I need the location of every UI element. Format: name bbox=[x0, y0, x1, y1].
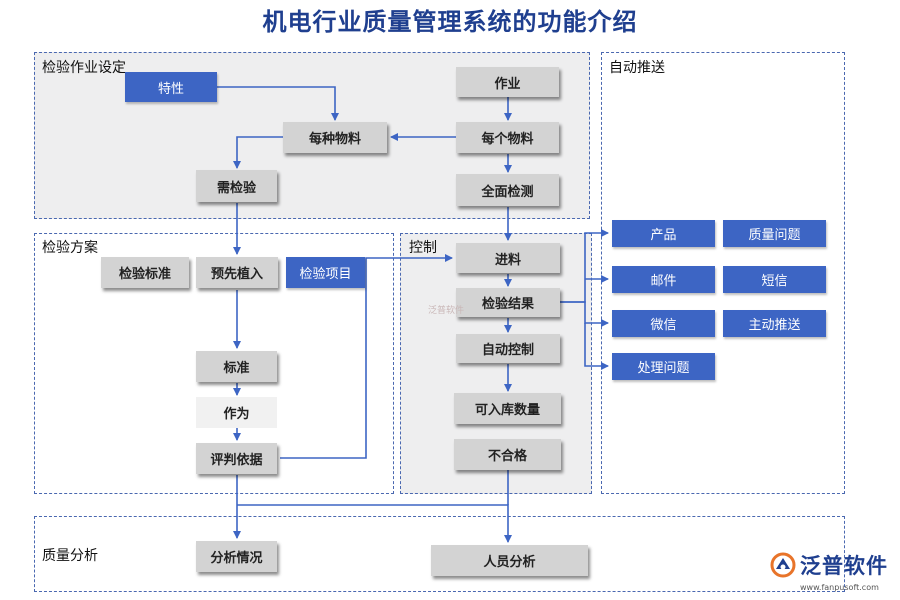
watermark: 泛普软件 bbox=[428, 306, 465, 316]
arrow-meizhong-to-xujianyan bbox=[233, 136, 283, 169]
node-yuxian-zhiru: 预先植入 bbox=[196, 257, 278, 288]
node-jianyan-xiangmu: 检验项目 bbox=[286, 257, 365, 288]
arrow-pingpan-to-renyuan bbox=[237, 504, 512, 543]
node-jianyan-biaozhun: 检验标准 bbox=[101, 257, 189, 288]
node-renyuan-fenxi: 人员分析 bbox=[431, 545, 588, 576]
node-tezheng: 特性 bbox=[125, 72, 217, 102]
node-keruku-shuliang: 可入库数量 bbox=[454, 393, 561, 424]
arrow-tezheng-to-meizhong bbox=[217, 86, 339, 121]
node-chuli-wenti: 处理问题 bbox=[612, 353, 715, 380]
diagram-title: 机电行业质量管理系统的功能介绍 bbox=[262, 7, 638, 36]
brand-logo: 泛普软件 bbox=[770, 550, 888, 580]
node-zidong-kongzhi: 自动控制 bbox=[456, 334, 560, 363]
node-biaozhun: 标准 bbox=[196, 351, 277, 382]
section-label-inspection-setup: 检验作业设定 bbox=[42, 60, 126, 76]
node-zuoye: 作业 bbox=[456, 67, 559, 97]
node-zhudong-tuisong: 主动推送 bbox=[723, 310, 826, 337]
logo-name: 泛普软件 bbox=[800, 554, 888, 578]
section-label-inspection-plan: 检验方案 bbox=[42, 240, 98, 256]
section-auto-push bbox=[601, 52, 845, 494]
arrow-jieguo-to-chanpin bbox=[560, 229, 609, 303]
arrow-jieguo-to-chuli bbox=[584, 323, 609, 370]
node-zhiliang-wenti: 质量问题 bbox=[723, 220, 826, 247]
node-chanpin: 产品 bbox=[612, 220, 715, 247]
section-label-auto-push: 自动推送 bbox=[609, 60, 665, 76]
node-buhege: 不合格 bbox=[454, 439, 561, 470]
node-meizhong-wuliao: 每种物料 bbox=[283, 122, 387, 153]
section-inspection-plan bbox=[34, 233, 394, 494]
node-weixin: 微信 bbox=[612, 310, 715, 337]
arrow-pingpan-to-jinliao bbox=[280, 254, 453, 459]
section-label-control: 控制 bbox=[409, 240, 437, 256]
node-quanmian-jiance: 全面检测 bbox=[456, 174, 559, 206]
node-zuowei: 作为 bbox=[196, 397, 277, 428]
section-quality-analysis bbox=[34, 516, 845, 592]
node-jinliao: 进料 bbox=[456, 243, 560, 273]
node-duanxin: 短信 bbox=[723, 266, 826, 293]
node-pingpan-yiju: 评判依据 bbox=[196, 443, 277, 474]
node-youjian: 邮件 bbox=[612, 266, 715, 293]
node-fenxi-qingkuang: 分析情况 bbox=[196, 541, 277, 572]
node-xu-jianyan: 需检验 bbox=[196, 170, 277, 202]
section-label-quality-analysis: 质量分析 bbox=[42, 548, 98, 564]
logo-url: www.fanpusoft.com bbox=[800, 583, 879, 592]
arrow-jieguo-to-weixin bbox=[560, 301, 609, 327]
node-meige-wuliao: 每个物料 bbox=[456, 122, 559, 153]
node-jianyan-jieguo: 检验结果 bbox=[456, 288, 560, 317]
fanpu-logo-icon bbox=[770, 552, 796, 578]
